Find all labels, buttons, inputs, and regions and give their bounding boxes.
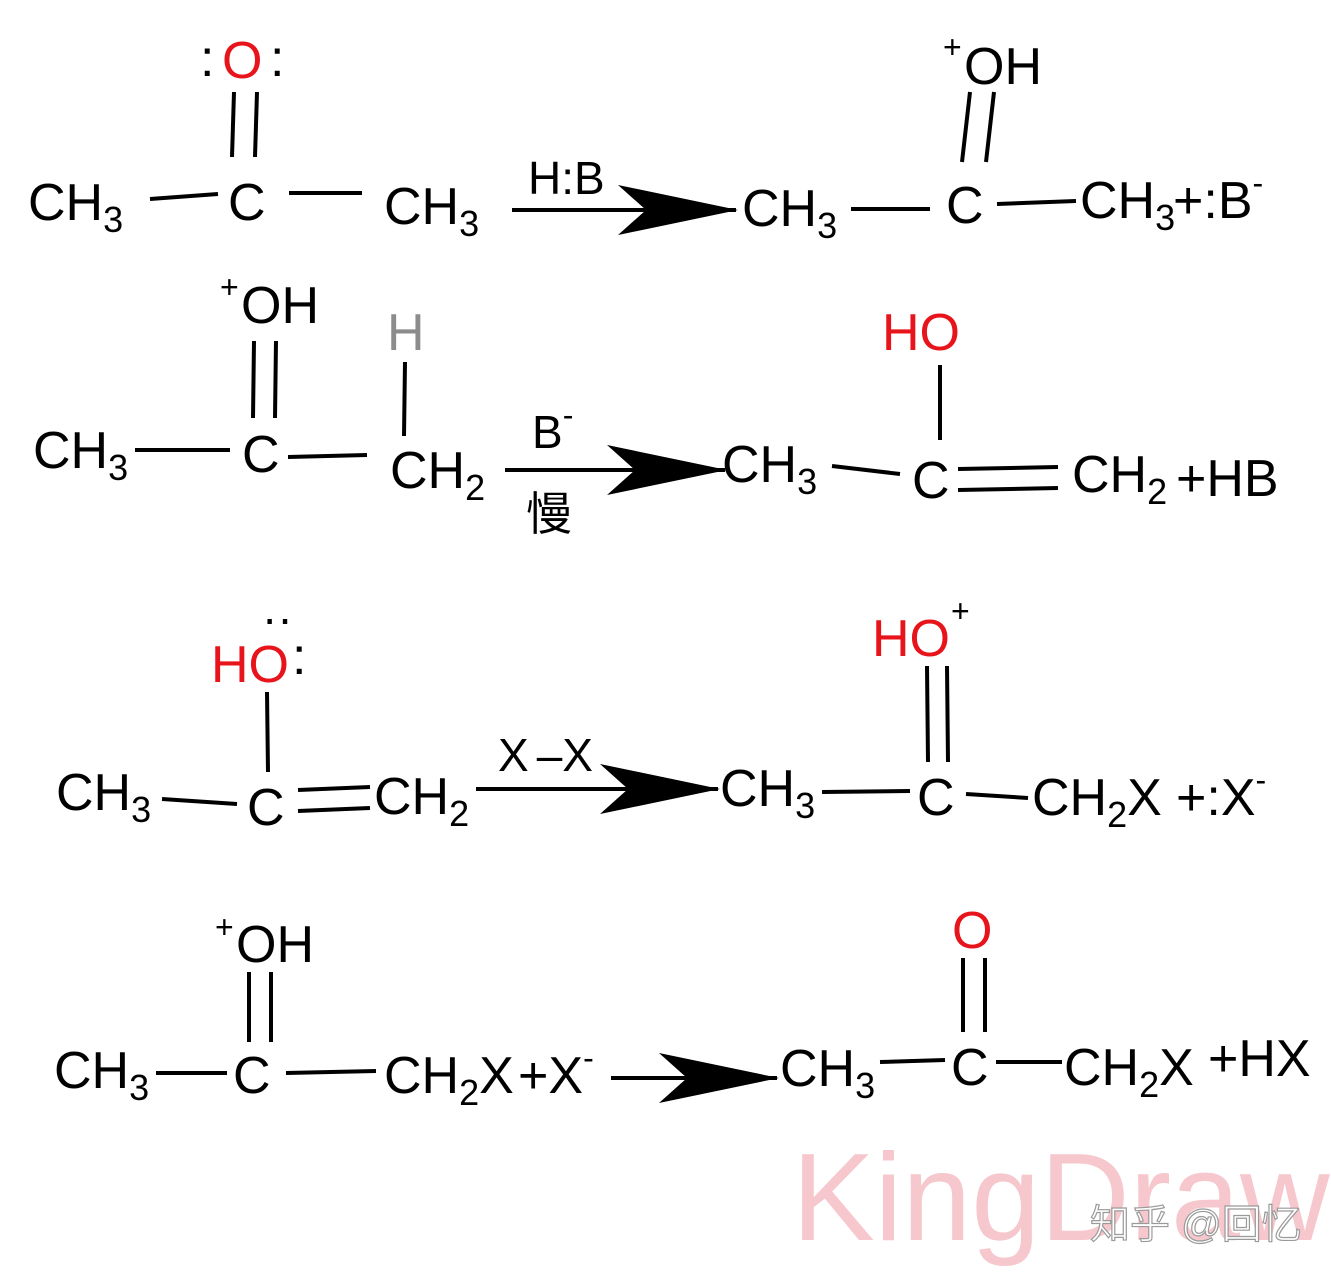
double-bond (273, 340, 278, 419)
halomethyl-group: CH2X (1064, 1039, 1194, 1105)
single-bond (149, 192, 219, 201)
protonated-oxygen: OH (964, 38, 1042, 96)
double-bond (297, 785, 371, 792)
carbonyl-carbon: C (233, 1047, 271, 1105)
step4-product-haloketone: CH3 C CH2X +HX O (780, 902, 1311, 1106)
positive-charge: + (951, 593, 970, 629)
step2-reactant-protonated-acetone: CH3 C CH2 H OH + (33, 269, 485, 508)
halide-ion: +:X- (1176, 762, 1266, 827)
step2-product-enol: CH3 C CH2 +HB HO (722, 304, 1279, 512)
double-bond (957, 486, 1059, 492)
double-bond (925, 665, 930, 763)
condition-acid-catalyst: H:B (528, 152, 605, 204)
methyl-group: CH3 (720, 760, 815, 826)
lone-pair: : (292, 628, 306, 686)
protonated-oxygen: HO (872, 610, 950, 668)
halomethyl-group: CH2X (384, 1047, 514, 1113)
methylene-group: CH2 (390, 442, 485, 508)
methyl-group: CH3 (54, 1042, 149, 1108)
step1-arrow: H:B (512, 152, 738, 235)
single-bond (285, 1069, 377, 1075)
step1-product-protonated-acetone: CH3 C CH3 +:B- OH + (742, 29, 1263, 246)
double-bond (251, 340, 256, 419)
step3-reactant-enol: CH3 C CH2 HO : ·· (56, 592, 469, 837)
halomethyl-group: CH2X (1032, 769, 1162, 835)
single-bond (402, 361, 407, 437)
single-bond (879, 1058, 946, 1064)
enol-carbon: C (247, 779, 285, 837)
byproduct-acid: +HX (1208, 1030, 1311, 1088)
single-bond (821, 789, 911, 794)
lone-pair: : (200, 30, 214, 88)
methyl-group: CH3 (33, 422, 128, 488)
alpha-hydrogen: H (387, 304, 425, 362)
positive-charge: + (220, 269, 239, 305)
carbonyl-carbon: C (951, 1039, 989, 1097)
step3-product-protonated-haloketone: CH3 C CH2X +:X- HO + (720, 593, 1266, 835)
single-bond (265, 691, 270, 773)
methyl-group: CH3 (780, 1040, 875, 1106)
methyl-group: CH3 (384, 178, 479, 244)
lone-pair: : (270, 30, 284, 88)
byproduct-acid: +HB (1176, 450, 1279, 508)
condition-base: B- (532, 397, 573, 458)
carbonyl-carbon: C (228, 174, 266, 232)
double-bond (945, 665, 950, 763)
protonated-oxygen: OH (241, 277, 319, 335)
methyl-group: CH3 (1080, 172, 1175, 238)
enol-carbon: C (912, 452, 950, 510)
methyl-group: CH3 (742, 180, 837, 246)
methylene-group: CH2 (374, 768, 469, 834)
hydroxyl-group: HO (211, 636, 289, 694)
halide-ion: +X- (518, 1040, 594, 1105)
watermark-logo: KingDraw (792, 1129, 1330, 1267)
watermark-credit: 知乎 @回忆 (1090, 1203, 1302, 1247)
step4-reactant-protonated-haloketone: CH3 C CH2X +X- OH + (54, 909, 594, 1113)
positive-charge: + (215, 909, 234, 945)
conjugate-base: +:B- (1173, 165, 1263, 230)
single-bond (831, 464, 901, 476)
single-bond (287, 453, 368, 459)
step1-reactant-acetone: CH3 C CH3 O : : (28, 30, 479, 244)
double-bond (960, 91, 972, 163)
methyl-group: CH3 (722, 436, 817, 502)
protonated-oxygen: OH (236, 916, 314, 974)
condition-slow-step: 慢 (526, 488, 572, 540)
condition-halogen: X–X (498, 729, 593, 781)
positive-charge: + (943, 29, 962, 65)
carbonyl-oxygen: O (952, 902, 992, 960)
double-bond (984, 91, 996, 163)
double-bond (253, 91, 259, 158)
carbonyl-oxygen: O (222, 32, 262, 90)
single-bond (996, 199, 1077, 206)
hydroxyl-group: HO (882, 304, 960, 362)
carbonyl-carbon: C (917, 769, 955, 827)
carbonyl-carbon: C (946, 177, 984, 235)
step3-arrow: X–X (476, 729, 720, 814)
single-bond (161, 797, 238, 806)
single-bond (965, 792, 1029, 800)
double-bond (957, 465, 1059, 471)
lone-pair: ·· (262, 592, 293, 644)
methylene-group: CH2 (1072, 446, 1167, 512)
methyl-group: CH3 (28, 174, 123, 240)
double-bond (230, 91, 236, 158)
step2-arrow: B- 慢 (505, 397, 727, 540)
carbonyl-carbon: C (242, 426, 280, 484)
methyl-group: CH3 (56, 764, 151, 830)
double-bond (297, 806, 371, 813)
